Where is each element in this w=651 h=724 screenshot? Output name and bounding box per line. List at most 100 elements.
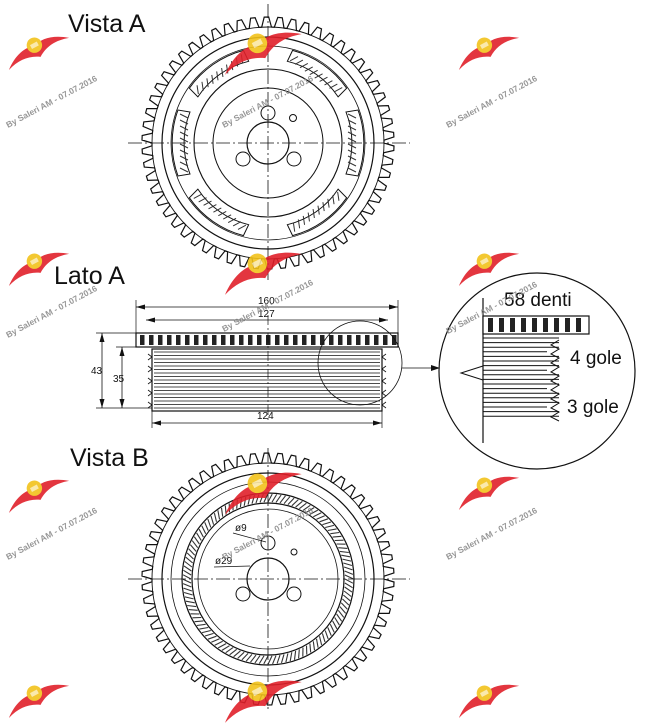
detail-teeth-pattern <box>488 318 581 332</box>
slot-hatch <box>289 56 299 62</box>
rubber-hatch-line <box>245 653 253 662</box>
detail-tooth <box>521 318 526 332</box>
rubber-hatch-line <box>182 574 192 580</box>
detail-marker-circle <box>317 320 403 406</box>
saleri-logo <box>8 252 70 286</box>
logo-wings <box>458 684 520 718</box>
rubber-hatch-line <box>337 609 345 618</box>
slot-hatch <box>337 191 340 201</box>
dim-arrow <box>146 317 155 323</box>
rubber-hatch-line <box>267 493 273 503</box>
side-tooth <box>149 335 154 345</box>
slot-hatch <box>292 222 296 232</box>
rubber-hatch-line <box>332 620 338 630</box>
slot-hatch <box>322 202 325 212</box>
side-tooth <box>212 335 217 345</box>
rubber-hatch-line <box>196 623 206 627</box>
dim-35-value: 35 <box>113 374 125 385</box>
logo-wings <box>458 476 520 510</box>
groove-edge <box>381 377 387 385</box>
rubber-hatch-line <box>199 626 209 630</box>
rubber-hatch-line <box>321 633 326 643</box>
slot-hatch <box>347 161 357 167</box>
detail-tooth <box>488 318 493 332</box>
logo-badge-mark <box>29 41 39 49</box>
logo-badge-mark <box>251 478 264 489</box>
leader-o29 <box>213 565 251 568</box>
rubber-hatch-line <box>338 547 348 549</box>
slot-hatch <box>179 149 189 155</box>
slot-hatch <box>208 204 217 210</box>
rubber-hatch-line <box>207 635 217 640</box>
vista-a-hatched-slots <box>171 49 365 237</box>
slot-hatch <box>347 167 357 173</box>
logo-wings <box>8 684 70 718</box>
rubber-hatch-line <box>343 562 353 567</box>
rubber-hatch-line <box>336 613 343 622</box>
slot-hatch <box>179 155 189 161</box>
slot-hatch <box>179 119 189 125</box>
rubber-hatch-line <box>342 558 352 562</box>
rubber-hatch-line <box>280 654 285 664</box>
rubber-hatch-line <box>188 609 198 611</box>
rubber-hatch-line <box>213 512 218 522</box>
slot-hatch <box>294 59 304 65</box>
dim-arrow <box>119 399 125 408</box>
rubber-hatch-line <box>191 540 199 549</box>
rubber-hatch-line <box>258 655 265 664</box>
detail-tooth <box>565 318 570 332</box>
rubber-hatch-line <box>343 566 353 571</box>
rubber-hatch-line <box>315 638 319 648</box>
vista-a-label: Vista A <box>68 10 146 38</box>
rubber-hatch-line <box>183 565 192 572</box>
detail-groove-tip <box>459 365 484 381</box>
slot-hatch <box>179 143 189 149</box>
slot-hatch <box>218 210 227 217</box>
rubber-hatch-line <box>207 518 212 528</box>
rubber-hatch-line <box>279 495 286 504</box>
side-tooth <box>284 335 289 345</box>
slot-hatch <box>347 143 357 149</box>
dim-arrow <box>99 399 105 408</box>
slot-hatch <box>309 69 318 76</box>
four-grooves-callout: 4 gole <box>570 348 622 369</box>
rubber-hatch-line <box>344 574 354 580</box>
rubber-hatch-line <box>237 651 245 659</box>
groove-edge <box>147 377 153 385</box>
logo-wings <box>458 252 520 286</box>
side-tooth <box>365 335 370 345</box>
rubber-hatch-line <box>312 641 316 651</box>
slot-hatch <box>179 161 189 167</box>
rubber-hatch-line <box>327 528 337 532</box>
vista-b-bolt-hole <box>286 586 302 602</box>
dim-arrow <box>379 317 388 323</box>
rubber-hatch-line <box>229 648 238 656</box>
rubber-hatch-line <box>309 509 319 515</box>
rubber-hatch-line <box>325 524 335 529</box>
rubber-hatch-line <box>184 561 193 568</box>
side-tooth <box>275 335 280 345</box>
rubber-hatch-line <box>189 544 197 552</box>
lato-a-view: 160 127 124 43 35 Lato A <box>54 262 440 428</box>
saleri-logo <box>458 252 520 286</box>
rubber-hatch-line <box>283 496 291 505</box>
rubber-hatch-line <box>342 594 351 602</box>
saleri-logo <box>458 476 520 510</box>
hatched-slot <box>188 188 250 237</box>
rubber-hatch-line <box>211 638 220 643</box>
logo-wings <box>8 36 70 70</box>
slot-hatch <box>179 131 189 137</box>
watermark-text: By Saleri AM - 07.07.2016 <box>444 505 539 562</box>
side-tooth <box>203 335 208 345</box>
rubber-hatch-line <box>187 604 197 608</box>
logo-badge-mark <box>479 41 489 49</box>
rubber-hatch-line <box>272 655 277 665</box>
logo-wings <box>8 479 70 513</box>
slot-outline <box>286 49 348 98</box>
slot-hatch <box>329 83 338 89</box>
rubber-hatch-line <box>324 630 329 640</box>
vista-b-bolt-hole <box>235 586 251 602</box>
logo-badge-mark <box>251 258 264 269</box>
rubber-hatch-line <box>342 598 350 606</box>
watermark-text: By Saleri AM - 07.07.2016 <box>4 505 99 562</box>
